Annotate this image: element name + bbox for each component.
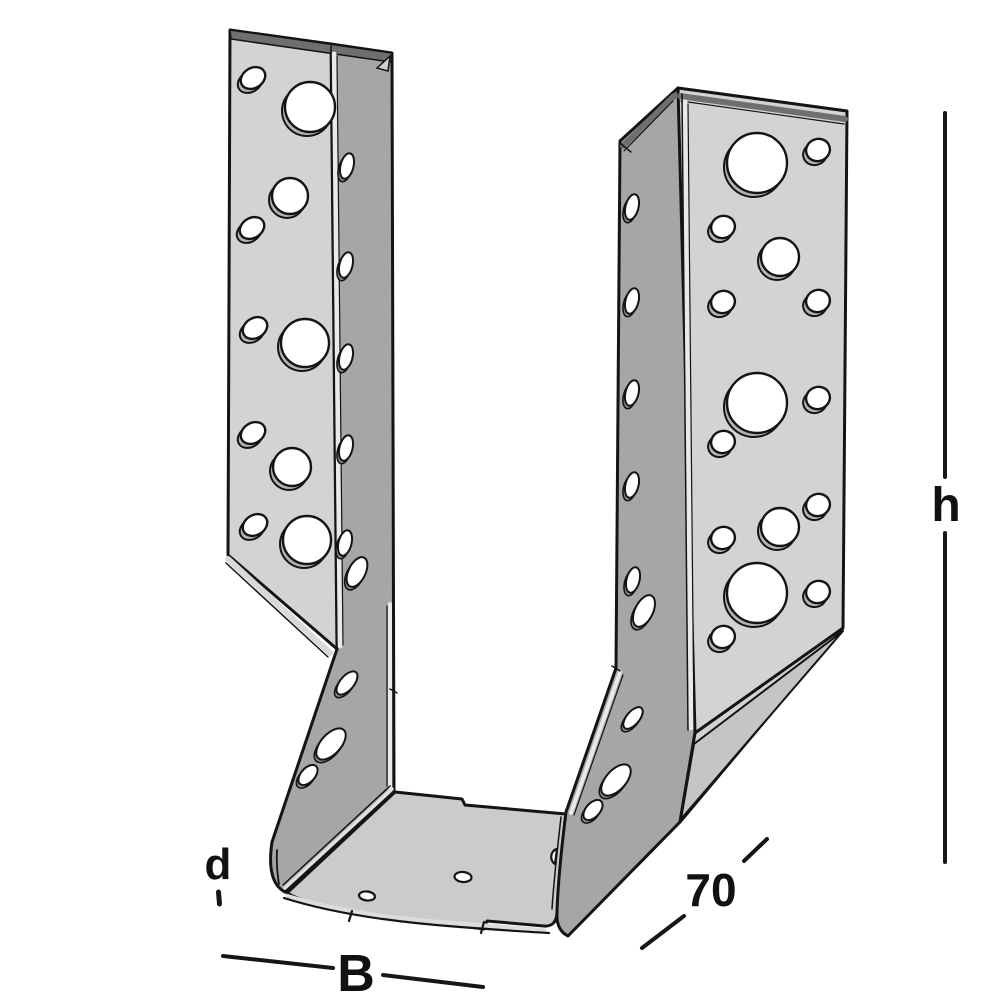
dimension-width: B — [221, 945, 485, 1000]
right-flange-top-hem — [620, 93, 848, 153]
left-wall-floor-fold — [275, 785, 394, 890]
right-front-hole-pattern — [707, 131, 832, 654]
height-dimension-label: h — [931, 479, 960, 532]
right-channel-slope — [680, 630, 844, 820]
width-dimension-line-left — [221, 954, 335, 970]
channel-floor-holes — [357, 870, 473, 902]
right-side-slot-pattern — [580, 193, 656, 824]
thickness-dimension-label: d — [205, 840, 232, 889]
left-flange-hem-corner — [375, 54, 392, 72]
left-flange-top-hem — [229, 29, 393, 63]
right-flange-side-face — [555, 86, 697, 938]
dimension-thickness: d — [205, 840, 232, 907]
right-flange-bottom-edge — [694, 626, 844, 735]
dimension-height: h — [931, 111, 961, 864]
left-front-hole-pattern — [235, 65, 337, 569]
left-flange-bottom-hem — [225, 556, 333, 658]
depth-dimension-label: 70 — [685, 864, 736, 916]
left-side-slot-pattern — [295, 152, 369, 789]
channel-front-lip — [282, 893, 551, 935]
depth-dimension-line-upper — [742, 837, 769, 863]
floor-edge-half-hole — [550, 847, 559, 866]
left-flange — [225, 28, 398, 894]
channel-right-fold-line — [551, 816, 562, 910]
right-flange — [550, 86, 849, 938]
width-dimension-line-right — [381, 973, 485, 989]
dimension-depth: 70 — [640, 837, 769, 950]
right-wall-edge-detail — [569, 665, 624, 816]
left-wall-edge-detail — [386, 602, 398, 790]
thickness-tick-mark — [216, 889, 222, 907]
width-dimension-label: B — [337, 945, 375, 1000]
depth-dimension-line-lower — [640, 914, 686, 950]
right-flange-fold-edge — [681, 93, 695, 731]
